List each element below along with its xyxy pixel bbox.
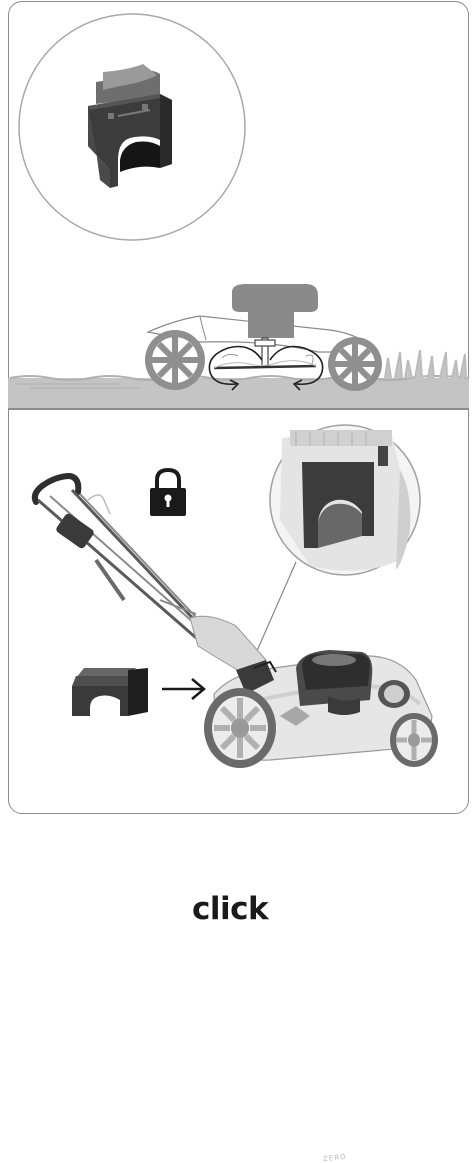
lawn-ground — [8, 350, 469, 408]
plug-zoom-circle — [19, 14, 245, 240]
click-label: click — [192, 891, 268, 927]
bottom-panel-drawing — [0, 409, 473, 817]
top-panel-drawing — [0, 0, 473, 408]
right-arrow-icon — [162, 679, 204, 699]
rear-wheel — [145, 330, 205, 390]
front-left-wheel — [378, 680, 410, 708]
front-right-wheel — [390, 713, 438, 767]
mower-cross-section — [145, 284, 382, 391]
front-wheel — [328, 337, 382, 391]
mower-brand-text: ZERO — [323, 1153, 347, 1163]
mulching-plug — [72, 668, 148, 716]
lock-icon — [150, 470, 186, 516]
install-plug-panel: click ZERO — [0, 409, 473, 817]
installed-plug-zoom-circle — [270, 425, 420, 575]
mulching-plug-panel — [0, 0, 473, 408]
rear-left-wheel — [204, 688, 276, 768]
